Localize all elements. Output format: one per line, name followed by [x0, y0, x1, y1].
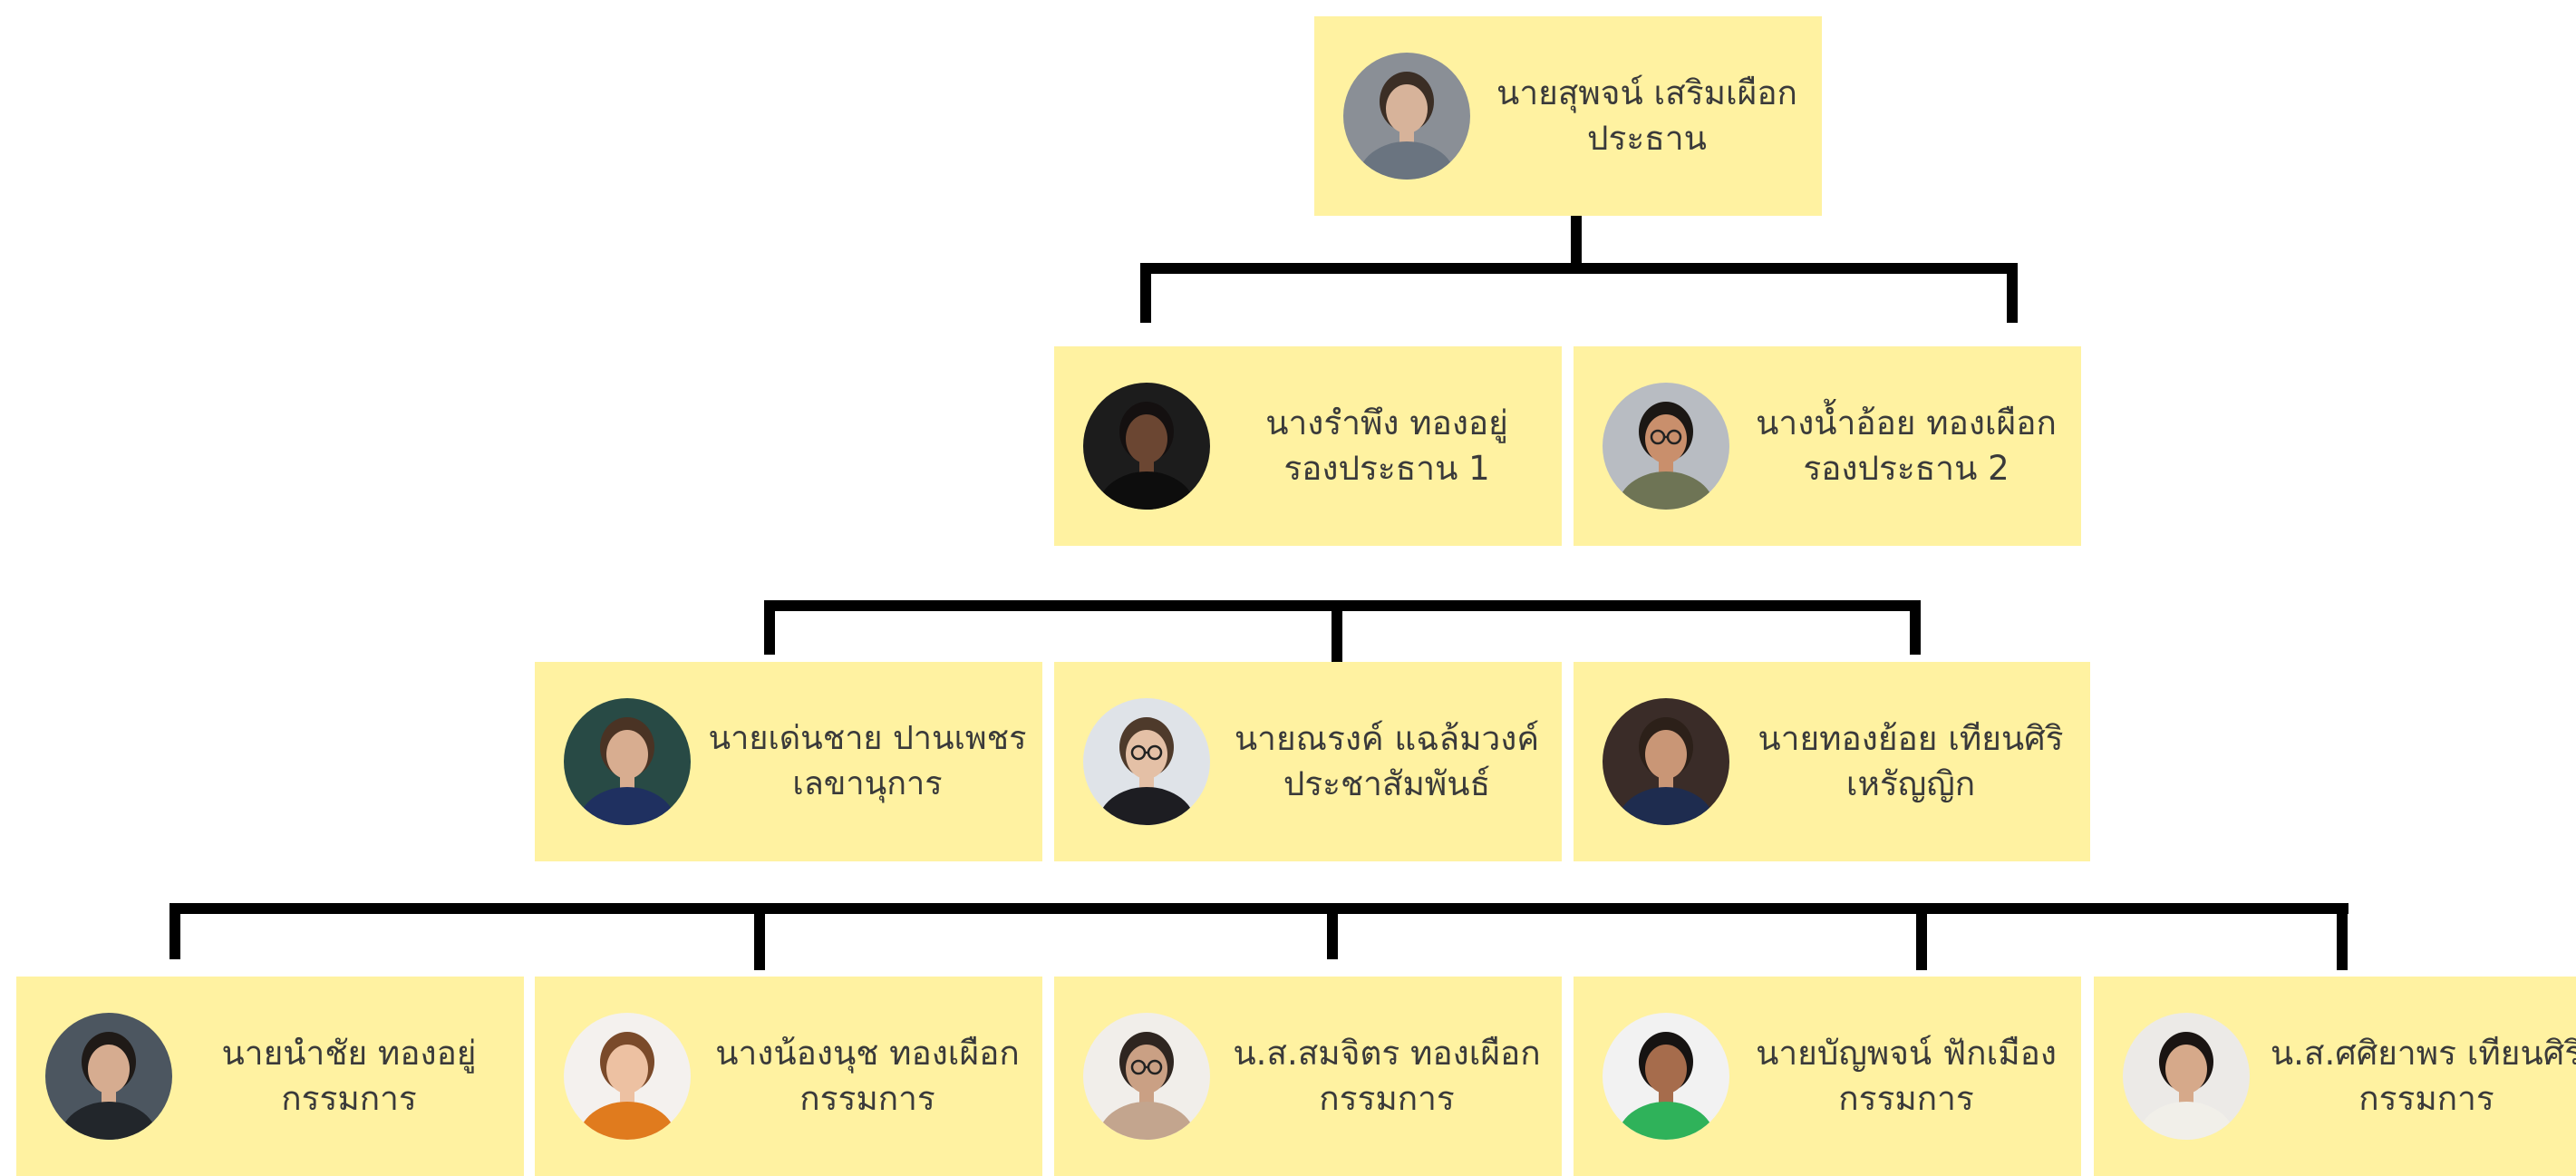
- node-text: น.ส.สมจิตร ทองเผือกกรรมการ: [1226, 977, 1547, 1176]
- node-text: นายณรงค์ แฉล้มวงค์ประชาสัมพันธ์: [1226, 662, 1547, 861]
- connector-tick-member-5: [2337, 903, 2348, 970]
- org-node: นางรำพึง ทองอยู่รองประธาน 1: [1054, 346, 1562, 546]
- connector-tick-treasurer: [1910, 600, 1921, 655]
- woman-glasses-avatar: [1083, 1013, 1210, 1140]
- member-title: กรรมการ: [1838, 1079, 1974, 1118]
- connector-tick-secretary: [764, 600, 775, 655]
- member-name: นายนำชัย ทองอยู่: [221, 1034, 477, 1073]
- connector-tick-member-1: [169, 903, 180, 959]
- member-name: นายเด่นชาย ปานเพชร: [708, 720, 1027, 757]
- man-navy-suit-avatar: [564, 698, 691, 825]
- node-text: นางน้ำอ้อย ทองเผือกรองประธาน 2: [1746, 346, 2067, 546]
- member-name: นายบัญพจน์ ฟักเมือง: [1756, 1034, 2057, 1073]
- member-name: นางน้ำอ้อย ทองเผือก: [1756, 403, 2057, 442]
- woman-glasses-curly-hair-avatar: [1603, 383, 1729, 510]
- member-name: นางรำพึง ทองอยู่: [1265, 403, 1508, 442]
- member-title: กรรมการ: [1319, 1079, 1455, 1118]
- node-text: น.ส.ศศิยาพร เทียนศิริกรรมการ: [2266, 977, 2576, 1176]
- org-node: นางน้องนุช ทองเผือกกรรมการ: [535, 977, 1042, 1176]
- member-title: รองประธาน 2: [1803, 449, 2009, 488]
- woman-laughing-avatar: [2123, 1013, 2250, 1140]
- member-title: กรรมการ: [281, 1079, 417, 1118]
- connector-tick-member-2: [754, 903, 765, 970]
- man-adjusting-tie-avatar: [1603, 698, 1729, 825]
- org-node: นายณรงค์ แฉล้มวงค์ประชาสัมพันธ์: [1054, 662, 1562, 861]
- node-text: นายสุพจน์ เสริมเผือกประธาน: [1487, 16, 1807, 216]
- member-title: ประธาน: [1587, 119, 1707, 158]
- man-at-desk-avatar: [1343, 53, 1470, 180]
- member-title: กรรมการ: [2358, 1079, 2494, 1118]
- node-text: นางน้องนุช ทองเผือกกรรมการ: [707, 977, 1028, 1176]
- org-node: นางน้ำอ้อย ทองเผือกรองประธาน 2: [1574, 346, 2081, 546]
- connector-bar-level-3: [169, 903, 2348, 914]
- man-glasses-suit-avatar: [1083, 698, 1210, 825]
- member-name: นายณรงค์ แฉล้มวงค์: [1234, 719, 1540, 758]
- member-name: น.ส.สมจิตร ทองเผือก: [1233, 1034, 1541, 1073]
- org-node: นายบัญพจน์ ฟักเมืองกรรมการ: [1574, 977, 2081, 1176]
- org-node: นายเด่นชาย ปานเพชรเลขานุการ: [535, 662, 1042, 861]
- woman-black-suit-avatar: [1083, 383, 1210, 510]
- member-title: เลขานุการ: [792, 765, 943, 802]
- member-title: รองประธาน 1: [1283, 449, 1490, 488]
- member-title: กรรมการ: [799, 1079, 935, 1118]
- member-name: น.ส.ศศิยาพร เทียนศิริ: [2270, 1034, 2576, 1073]
- node-text: นายเด่นชาย ปานเพชรเลขานุการ: [707, 662, 1028, 861]
- woman-smiling-avatar: [564, 1013, 691, 1140]
- connector-drop-chairman: [1571, 210, 1582, 272]
- connector-tick-pr: [1332, 600, 1342, 662]
- connector-tick-member-3: [1327, 903, 1338, 959]
- connector-tick-vp-1: [1140, 263, 1151, 323]
- node-text: นายทองย้อย เทียนศิริเหรัญญิก: [1746, 662, 2076, 861]
- org-node: น.ส.ศศิยาพร เทียนศิริกรรมการ: [2094, 977, 2576, 1176]
- org-node: นายนำชัย ทองอยู่กรรมการ: [16, 977, 524, 1176]
- member-name: นายสุพจน์ เสริมเผือก: [1496, 73, 1797, 112]
- org-node: นายทองย้อย เทียนศิริเหรัญญิก: [1574, 662, 2090, 861]
- connector-bar-level-1: [1142, 263, 2011, 274]
- member-name: นายทองย้อย เทียนศิริ: [1758, 719, 2064, 758]
- man-green-shirt-avatar: [1603, 1013, 1729, 1140]
- member-name: นางน้องนุช ทองเผือก: [715, 1034, 1020, 1073]
- org-node: นายสุพจน์ เสริมเผือกประธาน: [1314, 16, 1822, 216]
- member-title: ประชาสัมพันธ์: [1283, 764, 1491, 803]
- org-node: น.ส.สมจิตร ทองเผือกกรรมการ: [1054, 977, 1562, 1176]
- connector-bar-level-2: [766, 600, 1919, 611]
- connector-tick-vp-2: [2007, 263, 2018, 323]
- node-text: นางรำพึง ทองอยู่รองประธาน 1: [1226, 346, 1547, 546]
- node-text: นายบัญพจน์ ฟักเมืองกรรมการ: [1746, 977, 2067, 1176]
- member-title: เหรัญญิก: [1845, 764, 1976, 803]
- node-text: นายนำชัย ทองอยู่กรรมการ: [189, 977, 509, 1176]
- man-portrait-avatar: [45, 1013, 172, 1140]
- connector-tick-member-4: [1916, 903, 1927, 970]
